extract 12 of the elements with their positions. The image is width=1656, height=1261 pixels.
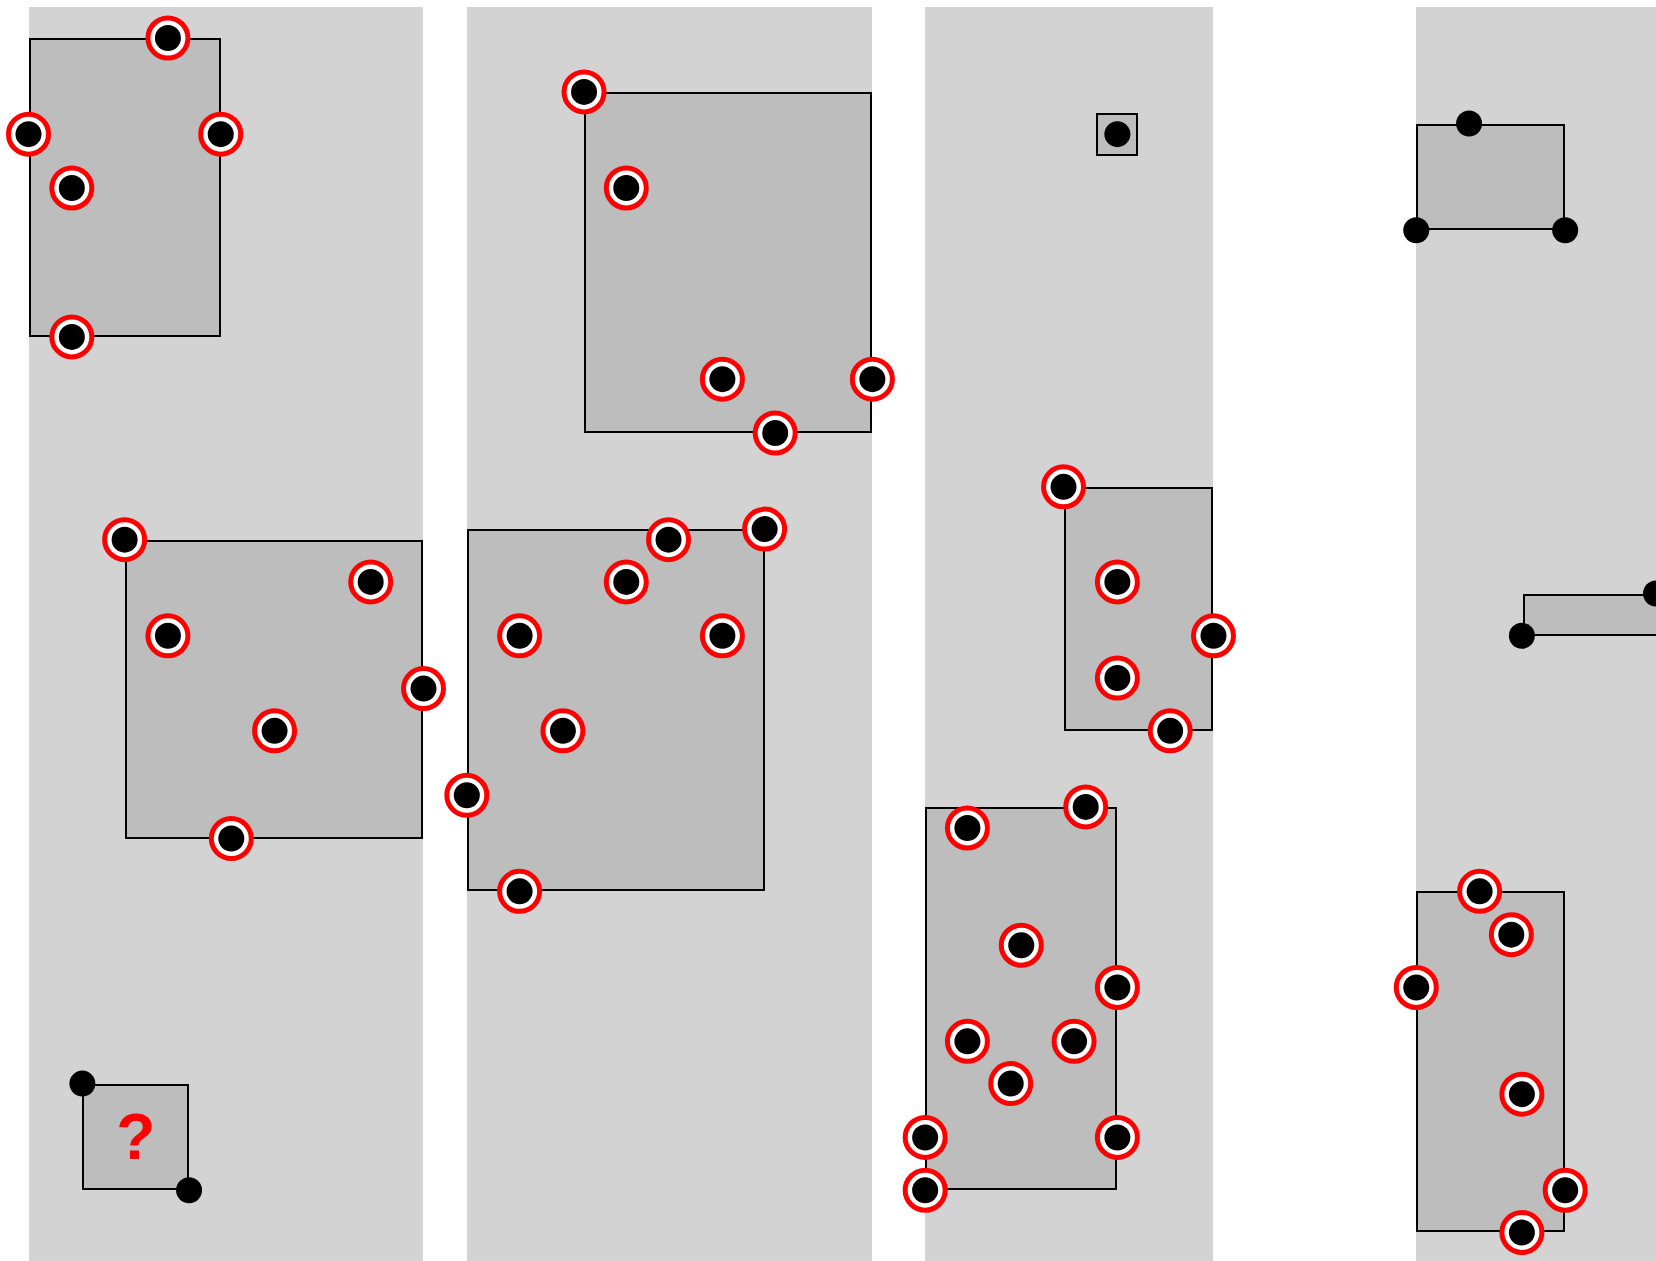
rectangle bbox=[28, 38, 221, 337]
rectangle bbox=[1416, 123, 1566, 231]
column-band bbox=[925, 7, 1214, 1261]
rectangle bbox=[584, 91, 873, 433]
rectangle bbox=[124, 539, 424, 839]
question-mark: ? bbox=[116, 1104, 156, 1169]
column-band bbox=[28, 7, 424, 1261]
rectangle bbox=[466, 529, 765, 892]
column-band bbox=[466, 7, 873, 1261]
rectangle bbox=[1522, 593, 1656, 636]
column-band bbox=[1416, 7, 1656, 1261]
rectangle bbox=[82, 1083, 189, 1191]
